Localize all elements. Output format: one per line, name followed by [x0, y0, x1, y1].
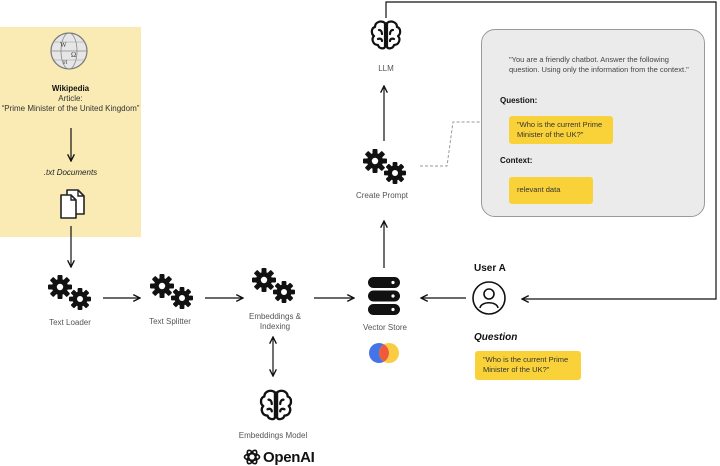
prompt-context-value: relevant data	[517, 185, 561, 194]
openai-logo-icon	[243, 449, 261, 465]
openai-logo-text: OpenAI	[263, 449, 315, 466]
prompt-context-heading: Context:	[500, 156, 533, 165]
create-prompt-gear-icon	[363, 149, 406, 184]
llm-label: LLM	[378, 64, 394, 73]
wikipedia-globe-icon: W Ω И	[50, 32, 88, 70]
wikipedia-title: Wikipedia	[51, 84, 90, 93]
embeddings-model-label: Embeddings Model	[238, 431, 308, 440]
user-question-chip: "Who is the current Prime Minister of th…	[475, 351, 581, 380]
user-label: User A	[474, 263, 506, 274]
prompt-instruction-line2: question. Using only the information fro…	[509, 65, 689, 74]
text-loader-gear-icon	[48, 275, 91, 310]
svg-text:И: И	[63, 60, 68, 66]
user-question-line2: Minister of the UK?"	[483, 365, 550, 374]
vector-store-logo-icon	[369, 343, 399, 363]
user-question-line1: "Who is the current Prime	[483, 355, 569, 364]
user-avatar-icon	[472, 281, 506, 315]
vector-store-database-icon	[368, 277, 400, 315]
embeddings-indexing-label-line1: Embeddings &	[248, 312, 302, 321]
wikipedia-article-name: “Prime Minister of the United Kingdom”	[1, 104, 140, 113]
embeddings-indexing-gear-icon	[252, 268, 295, 303]
wikipedia-article-label: Article:	[58, 94, 83, 103]
embeddings-indexing-label-line2: Indexing	[259, 322, 291, 331]
llm-brain-icon	[370, 20, 402, 50]
dashed-link-prompt-to-card	[420, 121, 481, 167]
prompt-question-chip: "Who is the current Prime Minister of th…	[509, 116, 613, 144]
vector-store-label: Vector Store	[362, 323, 408, 332]
prompt-context-chip: relevant data	[509, 177, 593, 204]
user-question-heading: Question	[474, 332, 518, 343]
embeddings-model-brain-icon	[259, 389, 293, 421]
create-prompt-label: Create Prompt	[355, 191, 409, 200]
documents-icon	[60, 189, 85, 219]
text-splitter-label: Text Splitter	[149, 317, 191, 326]
prompt-question-line1: "Who is the current Prime	[517, 120, 603, 129]
arrow-llm-to-user	[385, 1, 717, 299]
text-loader-label: Text Loader	[49, 318, 91, 327]
text-splitter-gear-icon	[150, 274, 193, 309]
prompt-question-line2: Minister of the UK?"	[517, 130, 584, 139]
prompt-question-heading: Question:	[500, 96, 538, 105]
txt-documents-label: .txt Documents	[43, 168, 98, 177]
svg-text:Ω: Ω	[71, 51, 76, 59]
prompt-instruction-line1: "You are a friendly chatbot. Answer the …	[509, 55, 669, 64]
svg-text:W: W	[60, 41, 67, 49]
